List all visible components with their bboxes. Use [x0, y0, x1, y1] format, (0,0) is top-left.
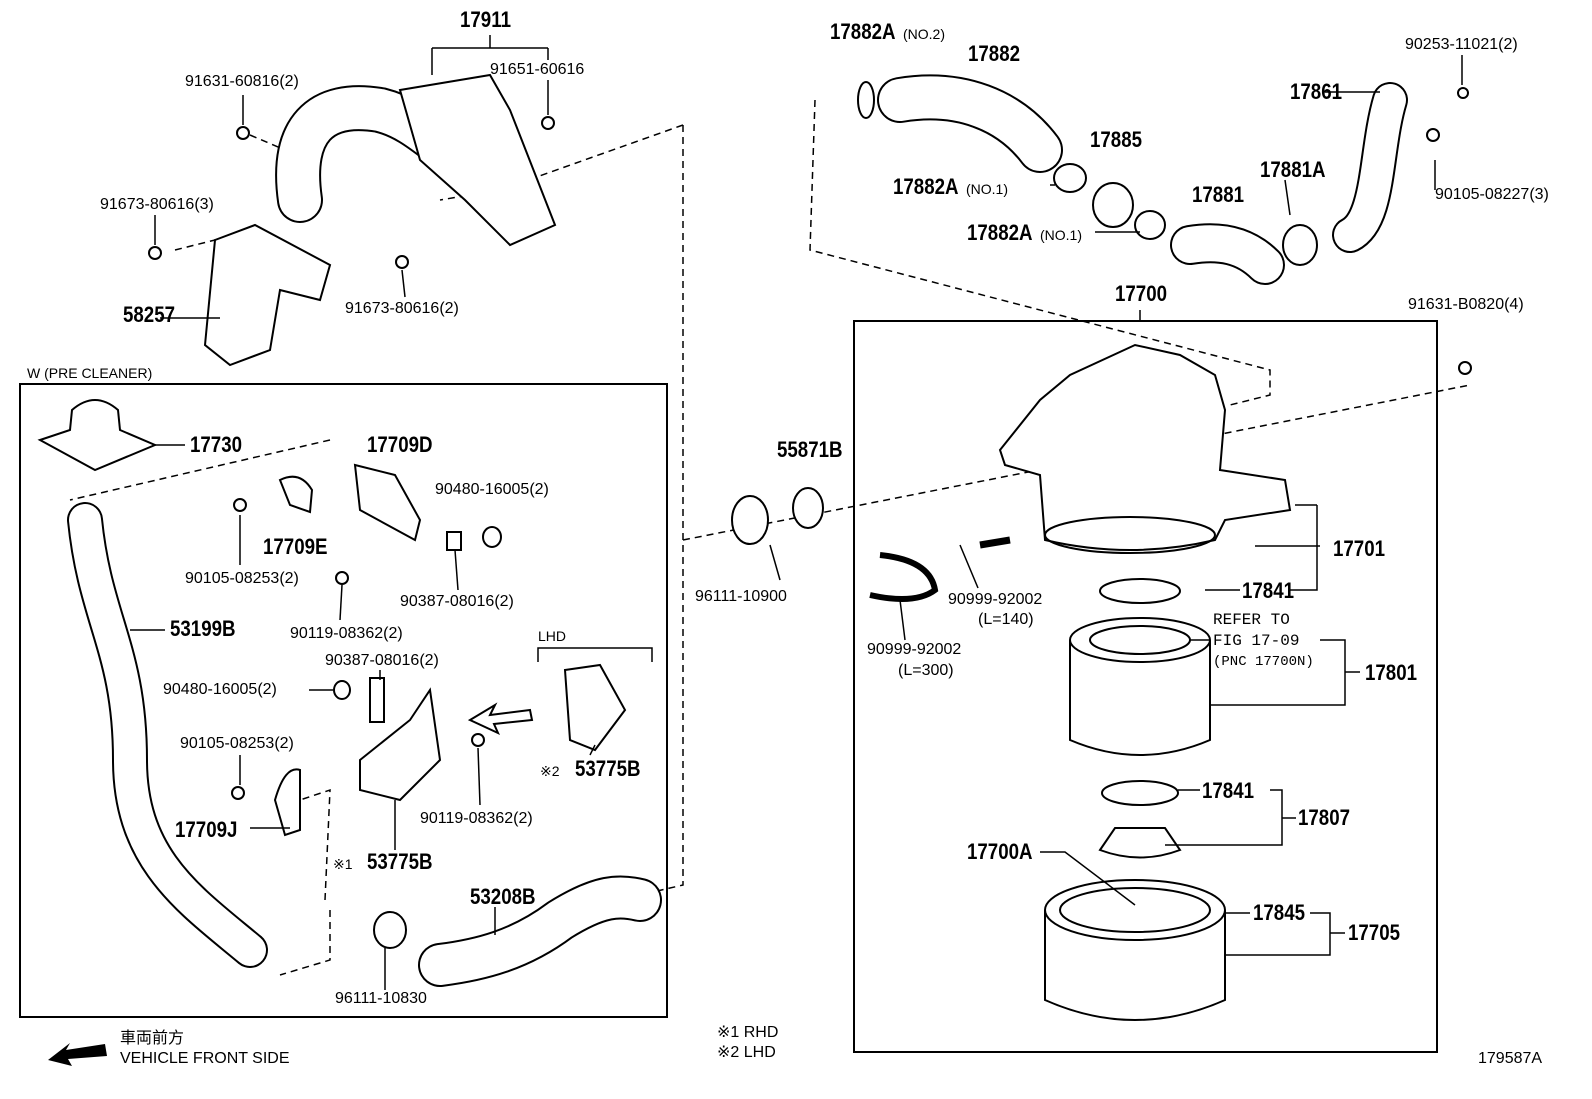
part-label: 53199B	[170, 616, 236, 641]
bracket-17709j	[273, 768, 301, 837]
part-label: 90999-92002	[867, 641, 962, 658]
element-17801	[1069, 617, 1211, 756]
part-label: 53775B	[367, 849, 433, 874]
gasket-17841	[1099, 578, 1181, 604]
part-label: 90105-08253(2)	[180, 735, 294, 752]
part-label: 91631-60816(2)	[185, 73, 299, 90]
part-label: 91673-80616(2)	[345, 300, 459, 317]
part-label: 17911	[460, 7, 511, 32]
pre-cleaner-title: W (PRE CLEANER)	[27, 365, 153, 381]
air-cleaner-box	[853, 320, 1438, 1053]
arrow-lhd	[467, 702, 534, 736]
part-label: 17700A	[967, 839, 1033, 864]
note-lhd: ※2 LHD	[717, 1044, 776, 1061]
part-label: 96111-10830	[335, 990, 427, 1007]
part-note: (NO.2)	[903, 26, 945, 42]
part-label: 90999-92002	[948, 591, 1043, 608]
part-label: 17730	[190, 432, 243, 457]
part-label: 53208B	[470, 884, 536, 909]
part-label: 90119-08362(2)	[290, 625, 403, 642]
air-cleaner-housing-17700	[998, 343, 1292, 551]
part-label: 90105-08227(3)	[1435, 186, 1549, 203]
part-label: 17807	[1298, 805, 1351, 830]
orientation-en: VEHICLE FRONT SIDE	[120, 1050, 290, 1067]
figure-code: 179587A	[1478, 1050, 1543, 1067]
part-label: 90105-08253(2)	[185, 570, 299, 587]
clamps	[333, 81, 1318, 949]
part-note: (NO.1)	[1040, 227, 1082, 243]
bracket-17709e	[278, 475, 314, 514]
part-note: (L=140)	[978, 611, 1034, 628]
part-label: 17882A	[967, 220, 1033, 245]
valve-17807	[1098, 827, 1182, 859]
note-rhd: ※1 RHD	[717, 1024, 779, 1041]
bolts	[148, 87, 1472, 800]
pre-cleaner-box	[19, 383, 668, 1018]
hose-l300	[869, 552, 939, 602]
part-label: 17882A	[830, 19, 896, 44]
orientation-jp: 車両前方	[120, 1030, 185, 1047]
part-label: 90480-16005(2)	[163, 681, 277, 698]
part-label: 91651-60616	[490, 61, 585, 78]
part-label: 90387-08016(2)	[325, 652, 439, 669]
part-label: 17841	[1202, 778, 1255, 803]
refer-line-1: REFER TO	[1213, 611, 1290, 629]
part-label: 17881A	[1260, 157, 1326, 182]
part-label: 17845	[1253, 900, 1306, 925]
cap-17705	[1044, 879, 1226, 1021]
refer-line-2: FIG 17-09	[1213, 632, 1300, 650]
gasket-17841-lower	[1101, 780, 1179, 806]
part-label: 17709D	[367, 432, 433, 457]
part-label: 17882A	[893, 174, 959, 199]
part-label: 17701	[1333, 536, 1386, 561]
part-label: 17882	[968, 41, 1021, 66]
bracket-53775b-lhd	[563, 663, 627, 752]
mark-lhd: ※2	[540, 763, 560, 779]
part-label: 17881	[1192, 182, 1245, 207]
part-label: 17801	[1365, 660, 1418, 685]
pre-cleaner-17730	[37, 399, 158, 472]
vehicle-front-arrow-icon	[48, 1043, 107, 1066]
part-label: 17861	[1290, 79, 1343, 104]
bracket-17709d	[353, 463, 422, 542]
part-label: 53775B	[575, 756, 641, 781]
part-label: 17885	[1090, 127, 1143, 152]
part-label: 17709E	[263, 534, 328, 559]
refer-line-3: (PNC 17700N)	[1213, 654, 1314, 670]
hose-l140	[979, 536, 1011, 549]
part-label: 96111-10900	[695, 588, 787, 605]
bracket-53775b-rhd	[359, 687, 442, 802]
lhd-label: LHD	[538, 628, 567, 644]
part-label: 91673-80616(3)	[100, 196, 214, 213]
part-note: (L=300)	[898, 662, 954, 679]
duct-17911	[398, 73, 557, 247]
part-label: 55871B	[777, 437, 843, 462]
mark-rhd: ※1	[333, 856, 353, 872]
part-label: 90253-11021(2)	[1405, 36, 1518, 53]
part-label: 90480-16005(2)	[435, 481, 549, 498]
part-label: 58257	[123, 302, 176, 327]
duct-58257	[203, 223, 332, 367]
part-label: 90387-08016(2)	[400, 593, 514, 610]
part-label: 90119-08362(2)	[420, 810, 533, 827]
part-label: 91631-B0820(4)	[1408, 296, 1524, 313]
part-label: 17841	[1242, 578, 1295, 603]
part-label: 17700	[1115, 281, 1168, 306]
part-label: 17709J	[175, 817, 238, 842]
part-note: (NO.1)	[966, 181, 1008, 197]
leader-lines	[130, 35, 1463, 990]
part-label: 17705	[1348, 920, 1401, 945]
